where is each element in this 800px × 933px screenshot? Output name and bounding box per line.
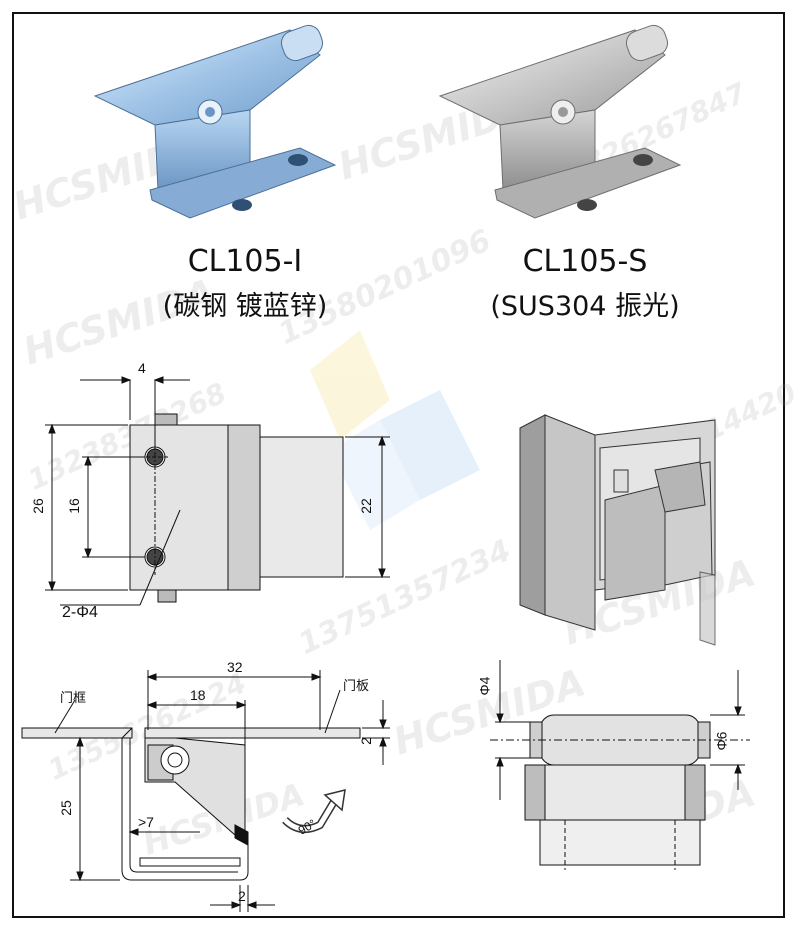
page-frame xyxy=(12,12,785,918)
dim-label: 32 xyxy=(227,659,243,675)
model-name: CL105-S xyxy=(522,244,648,279)
label-door-frame: 门框 xyxy=(60,690,87,705)
dim-label: 4 xyxy=(138,360,146,376)
dim-label: 2 xyxy=(238,888,246,904)
dim-label: >7 xyxy=(138,814,154,830)
label-door-panel: 门板 xyxy=(343,678,370,693)
dim-label: Φ6 xyxy=(713,731,730,751)
dim-label: 2-Φ4 xyxy=(62,604,98,621)
model-name: CL105-I xyxy=(187,244,303,279)
material-spec: (SUS304 振光) xyxy=(490,291,680,322)
material-spec: (碳钢 镀蓝锌) xyxy=(162,291,328,322)
dim-label: 18 xyxy=(190,687,206,703)
dim-label: Φ4 xyxy=(476,676,493,696)
